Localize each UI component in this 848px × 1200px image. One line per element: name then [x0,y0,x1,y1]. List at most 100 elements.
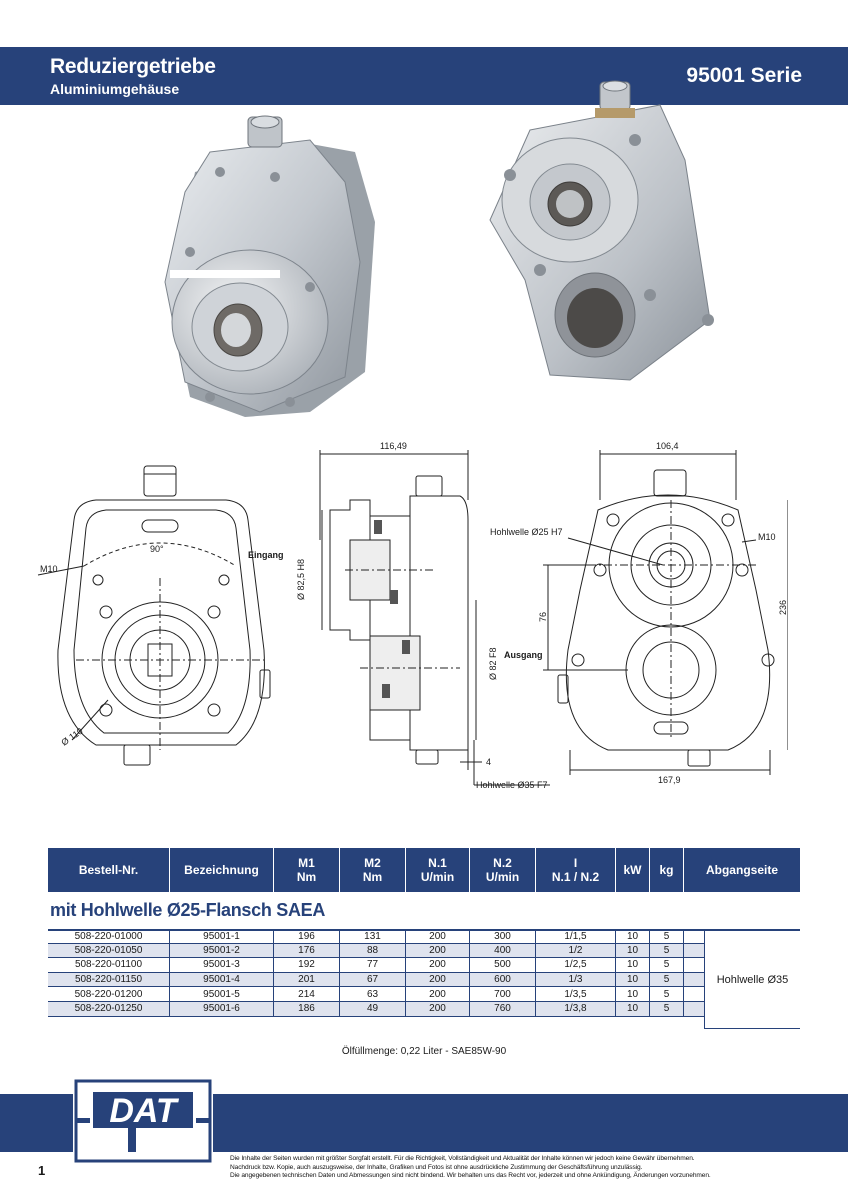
table-cell: 10 [616,958,650,972]
table-cell: 176 [274,943,340,958]
table-cell: 508-220-01250 [48,1001,170,1016]
table-cell: 700 [470,987,536,1001]
table-cell: 508-220-01150 [48,972,170,987]
col-kw: kW [616,848,650,892]
rear-width-bottom: 167,9 [658,775,681,785]
front-label-m10: M10 [40,564,58,574]
table-cell: 1/2 [536,943,616,958]
table-cell: 5 [650,987,684,1001]
rear-view-drawing: 106,4 Hohlwelle Ø25 H7 M10 76 236 167,9 [490,441,788,785]
side-label-d825: Ø 82,5 H8 [296,559,306,600]
table-cell: 201 [274,972,340,987]
table-cell: 95001-6 [170,1001,274,1016]
table-cell: 1/3,5 [536,987,616,1001]
col-bezeichnung: Bezeichnung [170,848,274,892]
table-cell: 5 [650,931,684,943]
table-cell: 200 [406,972,470,987]
table-cell: 200 [406,1001,470,1016]
table-cell: 10 [616,943,650,958]
table-cell: 300 [470,931,536,943]
table-cell: 400 [470,943,536,958]
table-cell: 600 [470,972,536,987]
side-label-ausgang: Ausgang [504,650,543,660]
page-number: 1 [38,1163,46,1178]
table-cell: 200 [406,958,470,972]
svg-text:DAT: DAT [109,1092,180,1130]
gearbox-photo-rear [489,80,714,381]
table-cell: 5 [650,943,684,958]
side-label-4: 4 [486,757,491,767]
table-cell: 500 [470,958,536,972]
rear-width-top: 106,4 [656,441,679,451]
table-cell: 508-220-01050 [48,943,170,958]
table-cell: 5 [650,1001,684,1016]
front-view-drawing: M10 90° Eingang Ø 110 [37,465,284,766]
side-width-top: 116,49 [380,441,407,451]
side-label-hohlwelle35: Hohlwelle Ø35 F7 [476,780,548,790]
table-cell: 200 [406,943,470,958]
rear-label-hohlwelle25: Hohlwelle Ø25 H7 [490,527,563,537]
front-label-angle: 90° [150,544,164,554]
section-title: mit Hohlwelle Ø25-Flansch SAEA [50,900,326,920]
table-cell: 49 [340,1001,406,1016]
disclaimer-line: Nachdruck bzw. Kopie, auch auszugsweise,… [230,1163,643,1171]
series-label: 95001 Serie [686,64,802,87]
table-cell: 508-220-01000 [48,931,170,943]
table-cell: 10 [616,931,650,943]
table-cell: 196 [274,931,340,943]
side-section-drawing: 116,49 Ø 82,5 H8 Ø 82 F8 Ausgang 4 Hohlw… [296,441,550,790]
oil-capacity-note: Ölfüllmenge: 0,22 Liter - SAE85W-90 [341,1046,507,1057]
dat-logo: DAT [73,1078,213,1164]
table-cell: 95001-3 [170,958,274,972]
disclaimer-line: Die angegebenen technischen Daten und Ab… [230,1172,711,1180]
rear-label-m10: M10 [758,532,776,542]
gearbox-photo-front [164,115,375,417]
table-cell: 88 [340,943,406,958]
table-cell: 1/3,8 [536,1001,616,1016]
side-label-d82f8: Ø 82 F8 [488,647,498,680]
col-abgangseite: Abgangseite [705,863,778,877]
table-cell: 63 [340,987,406,1001]
table-cell: 10 [616,987,650,1001]
front-label-d110: Ø 110 [59,726,84,748]
page-subtitle: Aluminiumgehäuse [50,81,180,97]
header-band [0,47,848,105]
disclaimer-line: Die Inhalte der Seiten wurden mit größte… [230,1155,695,1162]
col-bestell: Bestell-Nr. [48,848,170,892]
table-cell: 95001-5 [170,987,274,1001]
table-cell: 131 [340,931,406,943]
abgangseite-cell: Hohlwelle Ø35 [704,931,800,1029]
table-cell: 5 [650,958,684,972]
table-cell: 186 [274,1001,340,1016]
table-cell: 508-220-01100 [48,958,170,972]
table-cell: 67 [340,972,406,987]
table-cell: 214 [274,987,340,1001]
col-kg: kg [650,848,684,892]
table-cell: 508-220-01200 [48,987,170,1001]
table-cell: 1/3 [536,972,616,987]
table-cell: 760 [470,1001,536,1016]
table-cell: 95001-2 [170,943,274,958]
dat-logo-icon: DAT [74,1079,212,1163]
rear-label-236: 236 [778,600,788,615]
table-cell: 77 [340,958,406,972]
table-cell: 192 [274,958,340,972]
front-label-eingang: Eingang [248,550,284,560]
table-cell: 1/2,5 [536,958,616,972]
table-cell: 200 [406,931,470,943]
table-cell: 10 [616,972,650,987]
table-cell: 5 [650,972,684,987]
table-cell: 200 [406,987,470,1001]
